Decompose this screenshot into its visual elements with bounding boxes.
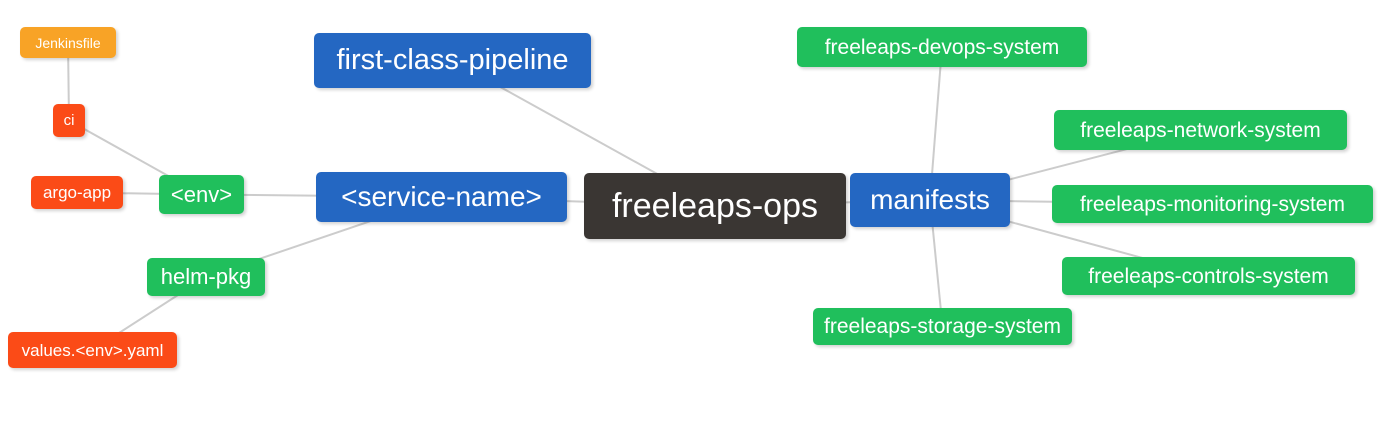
node-ci[interactable]: ci [53,104,85,137]
node-first-class-pipeline[interactable]: first-class-pipeline [314,33,591,88]
node-freeleaps-storage-system[interactable]: freeleaps-storage-system [813,308,1072,345]
node-freeleaps-network-system[interactable]: freeleaps-network-system [1054,110,1347,150]
node-values-env-yaml[interactable]: values.<env>.yaml [8,332,177,368]
node-freeleaps-controls-system[interactable]: freeleaps-controls-system [1062,257,1355,295]
node-service-name[interactable]: <service-name> [316,172,567,222]
node-argo-app[interactable]: argo-app [31,176,123,209]
node-env[interactable]: <env> [159,175,244,214]
node-freeleaps-ops[interactable]: freeleaps-ops [584,173,846,239]
node-freeleaps-monitoring-system[interactable]: freeleaps-monitoring-system [1052,185,1373,223]
node-jenkinsfile[interactable]: Jenkinsfile [20,27,116,58]
node-freeleaps-devops-system[interactable]: freeleaps-devops-system [797,27,1087,67]
node-helm-pkg[interactable]: helm-pkg [147,258,265,296]
node-manifests[interactable]: manifests [850,173,1010,227]
